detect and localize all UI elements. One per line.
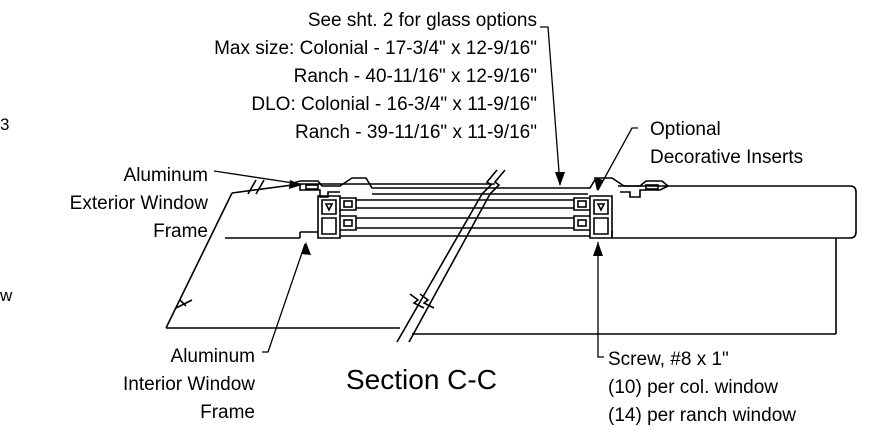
glass-unit	[340, 193, 590, 237]
section-title: Section C-C	[346, 364, 497, 395]
glass-dlo-colonial-label: DLO: Colonial - 16-3/4" x 11-9/16"	[251, 94, 537, 115]
exterior-frame-note-line3: Frame	[153, 221, 208, 242]
exterior-frame-note-line2: Exterior Window	[69, 193, 208, 214]
extension-lines	[165, 179, 837, 335]
inserts-note-line1: Optional	[650, 119, 721, 140]
leader-lines	[213, 26, 638, 358]
glass-dlo-ranch-label: Ranch - 39-11/16" x 11-9/16"	[295, 122, 537, 143]
interior-frame-note-line1: Aluminum	[170, 346, 255, 367]
glass-options-note-line1: See sht. 2 for glass options	[307, 10, 537, 31]
screw-note-line1: Screw, #8 x 1"	[608, 349, 729, 370]
left-frame-body	[299, 195, 357, 239]
interior-frame-note-line2: Interior Window	[123, 374, 255, 395]
interior-frame-note-line3: Frame	[200, 402, 255, 423]
screw-note-line3: (14) per ranch window	[608, 405, 796, 426]
edge-fragment-top: 3	[0, 115, 10, 134]
break-lines	[396, 169, 506, 343]
exterior-frame-profile	[289, 177, 669, 198]
glass-max-colonial-label: Max size: Colonial - 17-3/4" x 12-9/16"	[214, 38, 537, 59]
arrowheads	[289, 172, 603, 256]
right-frame-body	[573, 195, 613, 239]
screw-note-line2: (10) per col. window	[608, 377, 779, 398]
inserts-note-line2: Decorative Inserts	[650, 147, 804, 168]
edge-fragment-bottom: w	[0, 286, 13, 305]
exterior-frame-note-line1: Aluminum	[123, 165, 208, 186]
glass-max-ranch-label: Ranch - 40-11/16" x 12-9/16"	[293, 66, 537, 87]
